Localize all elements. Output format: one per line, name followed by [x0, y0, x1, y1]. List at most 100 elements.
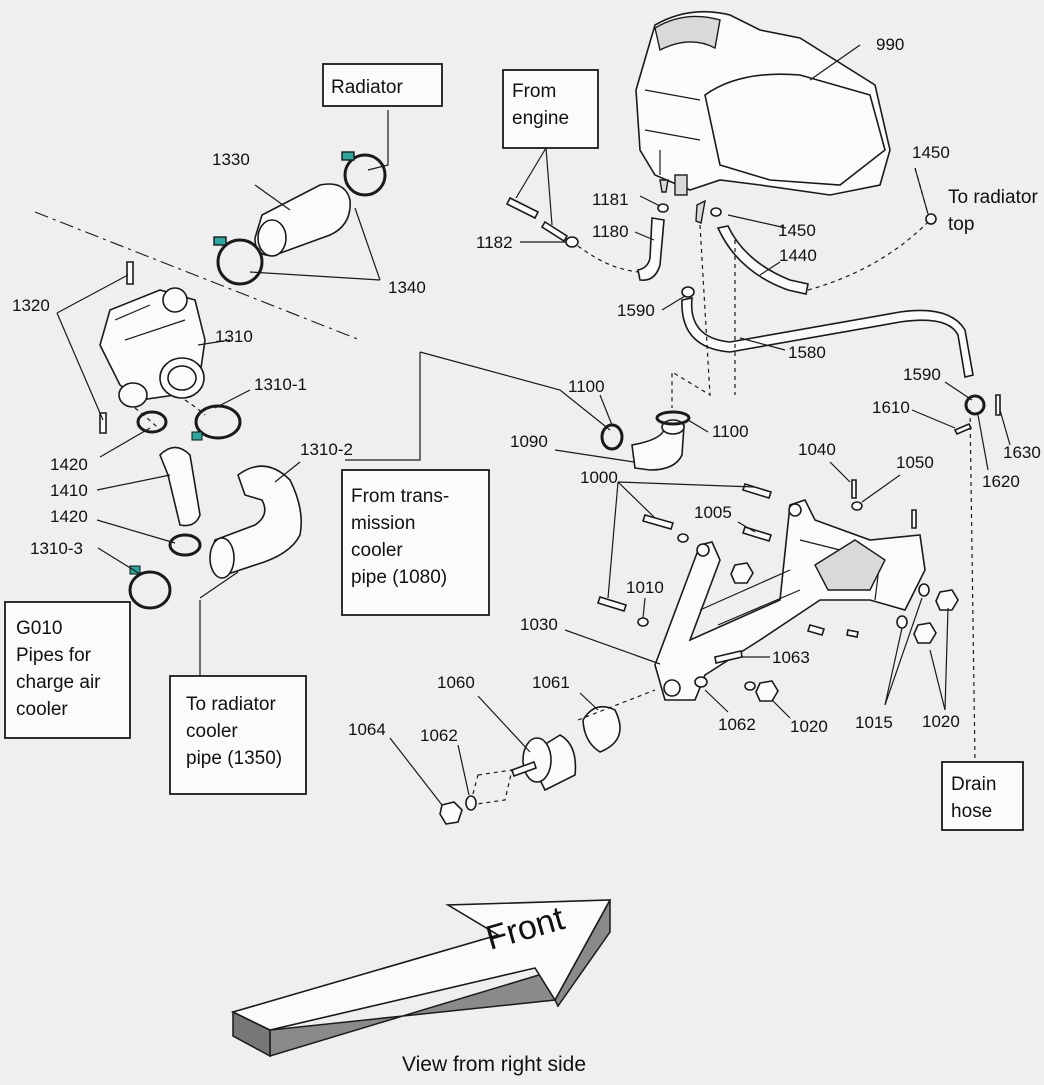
- thermostat-housing: [99, 287, 206, 408]
- callout-1420: 1420: [50, 455, 88, 474]
- fasteners: [596, 479, 959, 702]
- callout-1310: 1310: [215, 327, 253, 346]
- callout-1450: 1450: [912, 143, 950, 162]
- drain-hose-box: Drain hose: [941, 761, 1024, 831]
- clamp-1590-b: [964, 394, 986, 416]
- svg-text:Pipes for: Pipes for: [16, 645, 92, 666]
- part-callouts: 990 1450 1450 1181 1180 1182 1440 1590 1…: [12, 35, 1041, 745]
- fitting-1182: [540, 220, 569, 243]
- from-engine-box: From engine: [502, 69, 599, 149]
- clamp-1100-right: [655, 410, 691, 426]
- callout-1030: 1030: [520, 615, 558, 634]
- callout-1180: 1180: [592, 222, 629, 241]
- callout-1063: 1063: [772, 648, 810, 667]
- clamp-1310-3: [128, 565, 172, 610]
- clamp-1340-top: [341, 151, 387, 197]
- callout-1610: 1610: [872, 398, 910, 417]
- callout-1181: 1181: [592, 190, 629, 209]
- callout-1050: 1050: [896, 453, 934, 472]
- hose-1180: [637, 217, 665, 282]
- svg-text:G010: G010: [16, 618, 62, 639]
- hose-1330: [254, 183, 351, 257]
- bolt-1630: [995, 394, 1001, 416]
- from-transmission-box: From trans- mission cooler pipe (1080): [341, 469, 490, 616]
- svg-text:To radiator: To radiator: [948, 187, 1038, 208]
- svg-text:pipe (1080): pipe (1080): [351, 567, 447, 588]
- svg-text:To radiator: To radiator: [186, 694, 276, 715]
- clamp-1420-top: [136, 410, 168, 434]
- callout-1015: 1015: [855, 713, 893, 732]
- hose-1090: [631, 424, 685, 471]
- bracket-1030: [654, 499, 926, 701]
- leader-lines: [56, 44, 1011, 806]
- svg-text:top: top: [948, 214, 974, 235]
- callout-1020: 1020: [790, 717, 828, 736]
- callout-1064: 1064: [348, 720, 386, 739]
- svg-text:From trans-: From trans-: [351, 486, 449, 507]
- callout-1310-2: 1310-2: [300, 440, 353, 459]
- callout-1005: 1005: [694, 503, 732, 522]
- callout-1061: 1061: [532, 673, 570, 692]
- hose-1580: [681, 297, 974, 378]
- hose-1440: [716, 225, 809, 295]
- callout-1310-3: 1310-3: [30, 539, 83, 558]
- callout-1062: 1062: [718, 715, 756, 734]
- clamp-1100-left: [600, 423, 624, 451]
- callout-1100: 1100: [568, 377, 605, 396]
- callout-1320: 1320: [12, 296, 50, 315]
- callout-1060: 1060: [437, 673, 475, 692]
- view-caption: View from right side: [402, 1053, 586, 1076]
- to-radiator-top-label: To radiator top: [948, 187, 1038, 235]
- svg-text:cooler: cooler: [186, 721, 238, 742]
- bolt-1320: [99, 261, 134, 434]
- callout-1100: 1100: [712, 422, 749, 441]
- callout-990: 990: [876, 35, 904, 54]
- callout-1440: 1440: [779, 246, 817, 265]
- centerline: [34, 211, 361, 341]
- svg-text:Drain: Drain: [951, 774, 996, 795]
- callout-1580: 1580: [788, 343, 826, 362]
- callout-1340: 1340: [388, 278, 426, 297]
- nut-1064: [439, 801, 463, 825]
- svg-text:pipe (1350): pipe (1350): [186, 748, 282, 769]
- callout-1410: 1410: [50, 481, 88, 500]
- callout-1620: 1620: [982, 472, 1020, 491]
- clamp-1590-a: [681, 286, 695, 298]
- to-radiator-cooler-box: To radiator cooler pipe (1350): [169, 675, 307, 795]
- callout-1590: 1590: [903, 365, 941, 384]
- callout-1000: 1000: [580, 468, 618, 487]
- callout-1590: 1590: [617, 301, 655, 320]
- callout-1330: 1330: [212, 150, 250, 169]
- washer-1062: [465, 795, 477, 811]
- callout-1420: 1420: [50, 507, 88, 526]
- svg-text:cooler: cooler: [16, 699, 68, 720]
- clamp-1420-bottom: [168, 533, 202, 557]
- callout-1090: 1090: [510, 432, 548, 451]
- clamp-1340-bottom: [213, 236, 264, 286]
- callout-1630: 1630: [1003, 443, 1041, 462]
- svg-text:hose: hose: [951, 801, 992, 822]
- svg-text:Radiator: Radiator: [331, 77, 403, 98]
- callout-1020: 1020: [922, 712, 960, 731]
- svg-text:cooler: cooler: [351, 540, 403, 561]
- callout-1062: 1062: [420, 726, 458, 745]
- svg-text:mission: mission: [351, 513, 415, 534]
- callout-1182: 1182: [476, 233, 513, 252]
- front-arrow: Front: [230, 899, 612, 1058]
- svg-text:charge air: charge air: [16, 672, 101, 693]
- callout-1310-1: 1310-1: [254, 375, 307, 394]
- callout-1040: 1040: [798, 440, 836, 459]
- expansion-tank: [635, 10, 891, 224]
- bolt-1610: [953, 422, 973, 436]
- hose-1410: [159, 446, 201, 527]
- g010-box: G010 Pipes for charge air cooler: [4, 601, 131, 739]
- mount-1060: [510, 734, 577, 792]
- svg-text:engine: engine: [512, 108, 569, 129]
- hose-1310-2: [212, 465, 303, 576]
- callout-1450: 1450: [778, 221, 816, 240]
- clamp-1310-1: [191, 404, 242, 441]
- callout-1010: 1010: [626, 578, 664, 597]
- spacer-1061: [582, 705, 621, 753]
